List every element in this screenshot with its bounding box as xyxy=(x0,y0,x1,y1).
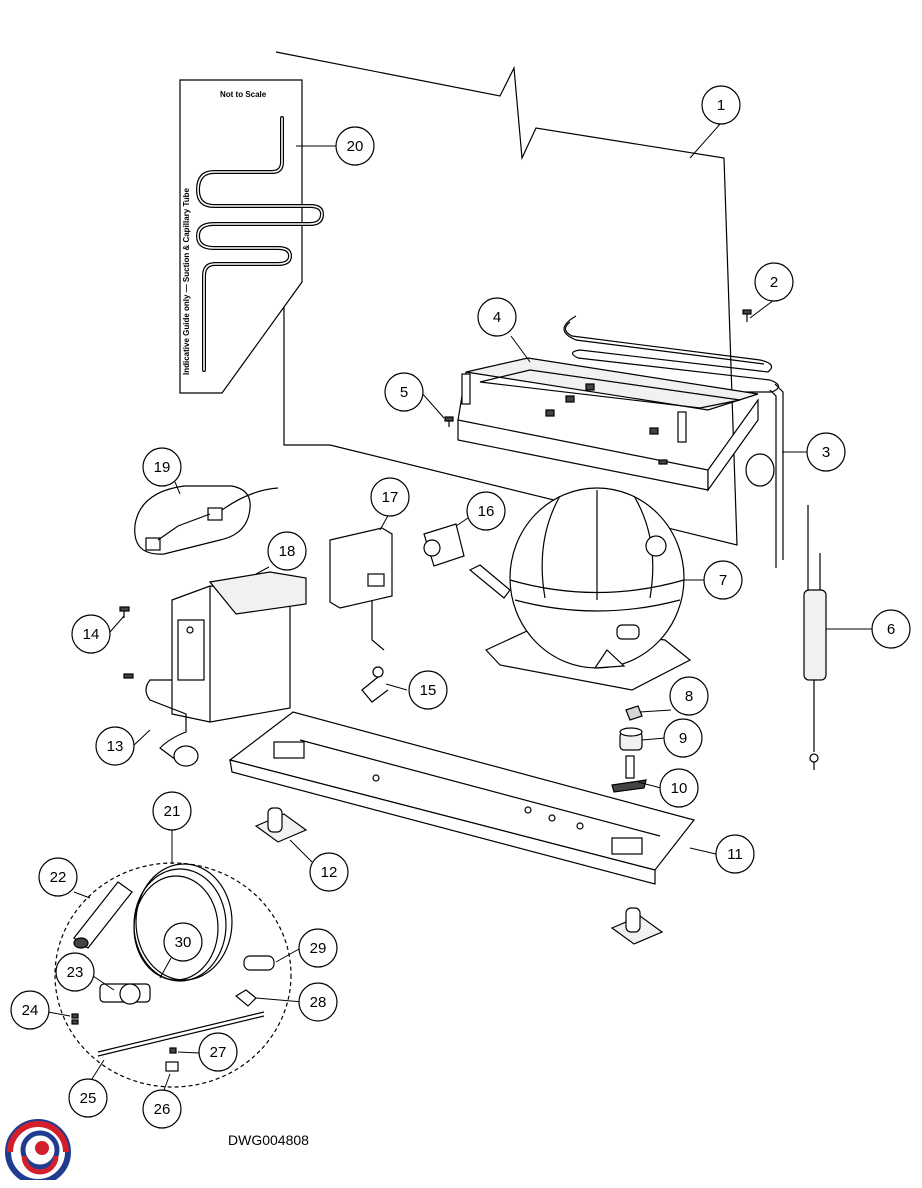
part-clip-27 xyxy=(169,1047,177,1054)
svg-text:24: 24 xyxy=(22,1002,39,1019)
svg-text:15: 15 xyxy=(420,682,437,699)
part-drip-tray xyxy=(457,357,759,492)
part-clip-8 xyxy=(625,705,643,721)
callout-13: 13 xyxy=(95,726,135,766)
guide-side-note: Indicative Guide only — Suction & Capill… xyxy=(182,187,191,375)
svg-text:19: 19 xyxy=(154,459,171,476)
part-screw-14 xyxy=(119,606,130,618)
part-screw-2 xyxy=(742,309,752,322)
callout-25: 25 xyxy=(68,1078,108,1118)
svg-text:9: 9 xyxy=(679,730,687,747)
callout-9: 9 xyxy=(663,718,703,758)
callout-11: 11 xyxy=(715,834,755,874)
part-drier xyxy=(803,505,827,770)
callout-29: 29 xyxy=(298,928,338,968)
svg-text:29: 29 xyxy=(310,940,327,957)
part-sleeve-10 xyxy=(611,755,647,793)
callout-26: 26 xyxy=(142,1089,182,1129)
callout-14: 14 xyxy=(71,614,111,654)
svg-text:28: 28 xyxy=(310,994,327,1011)
callout-20: 20 xyxy=(335,126,375,166)
svg-text:26: 26 xyxy=(154,1101,171,1118)
part-fitting-29 xyxy=(243,955,275,971)
callout-5: 5 xyxy=(384,372,424,412)
part-screw-5 xyxy=(444,416,454,427)
part-control-box xyxy=(171,571,307,723)
svg-text:30: 30 xyxy=(175,934,192,951)
callout-2: 2 xyxy=(754,262,794,302)
svg-text:5: 5 xyxy=(400,384,408,401)
part-coil-30 xyxy=(133,863,233,982)
svg-text:17: 17 xyxy=(382,489,399,506)
part-overload-16 xyxy=(423,523,465,567)
callout-19: 19 xyxy=(142,447,182,487)
part-evaporator-coil xyxy=(563,315,784,568)
callout-24: 24 xyxy=(10,990,50,1030)
svg-text:16: 16 xyxy=(478,503,495,520)
callout-7: 7 xyxy=(703,560,743,600)
part-valve-23 xyxy=(99,983,151,1005)
svg-text:12: 12 xyxy=(321,864,338,881)
part-rod-25 xyxy=(97,1011,265,1057)
svg-text:1: 1 xyxy=(717,97,725,114)
part-screw-tray xyxy=(658,459,668,465)
callout-1: 1 xyxy=(701,85,741,125)
svg-text:8: 8 xyxy=(685,688,693,705)
svg-text:23: 23 xyxy=(67,964,84,981)
callout-21: 21 xyxy=(152,791,192,831)
callout-16: 16 xyxy=(466,491,506,531)
part-grommet-9 xyxy=(619,727,643,751)
callout-4: 4 xyxy=(477,297,517,337)
svg-text:25: 25 xyxy=(80,1090,97,1107)
leader-lines xyxy=(47,122,873,1091)
svg-text:7: 7 xyxy=(719,572,727,589)
svg-text:21: 21 xyxy=(164,803,181,820)
svg-text:18: 18 xyxy=(279,543,296,560)
callout-27: 27 xyxy=(198,1032,238,1072)
part-foot-12b xyxy=(610,907,664,945)
part-kit-21 xyxy=(54,862,292,1088)
svg-text:6: 6 xyxy=(887,621,895,638)
part-capillary-13 xyxy=(145,679,199,767)
callout-28: 28 xyxy=(298,982,338,1022)
callout-22: 22 xyxy=(38,857,78,897)
svg-text:2: 2 xyxy=(770,274,778,291)
part-back-panel xyxy=(275,51,738,546)
guide-scale-note: Not to Scale xyxy=(220,90,267,99)
part-foot-12a xyxy=(254,807,308,843)
part-base-plate xyxy=(228,711,696,885)
callout-10: 10 xyxy=(659,768,699,808)
part-compressor xyxy=(468,487,692,691)
svg-text:14: 14 xyxy=(83,626,100,643)
svg-text:27: 27 xyxy=(210,1044,227,1061)
callout-3: 3 xyxy=(806,432,846,472)
part-harness-19 xyxy=(134,485,279,555)
svg-text:10: 10 xyxy=(671,780,688,797)
brand-swirl-icon xyxy=(0,1119,71,1188)
svg-text:4: 4 xyxy=(493,309,501,326)
part-drier-22 xyxy=(73,881,133,949)
svg-text:3: 3 xyxy=(822,444,830,461)
part-screws-24 xyxy=(71,1013,79,1025)
callout-8: 8 xyxy=(669,676,709,716)
part-wire-15 xyxy=(361,666,389,703)
svg-text:20: 20 xyxy=(347,138,364,155)
part-clamp-28 xyxy=(234,989,257,1007)
part-relay-17 xyxy=(329,527,393,651)
svg-text:22: 22 xyxy=(50,869,67,886)
svg-text:13: 13 xyxy=(107,738,124,755)
part-nut-26 xyxy=(165,1061,179,1072)
callout-30: 30 xyxy=(163,922,203,962)
callout-6: 6 xyxy=(871,609,911,649)
callout-18: 18 xyxy=(267,531,307,571)
part-suction-capillary-guide: Not to Scale Indicative Guide only — Suc… xyxy=(179,79,324,394)
svg-text:11: 11 xyxy=(727,846,743,863)
drawing-number: DWG004808 xyxy=(228,1132,309,1148)
callout-17: 17 xyxy=(370,477,410,517)
callout-15: 15 xyxy=(408,670,448,710)
callout-12: 12 xyxy=(309,852,349,892)
part-screw-14b xyxy=(123,673,134,679)
callout-23: 23 xyxy=(55,952,95,992)
